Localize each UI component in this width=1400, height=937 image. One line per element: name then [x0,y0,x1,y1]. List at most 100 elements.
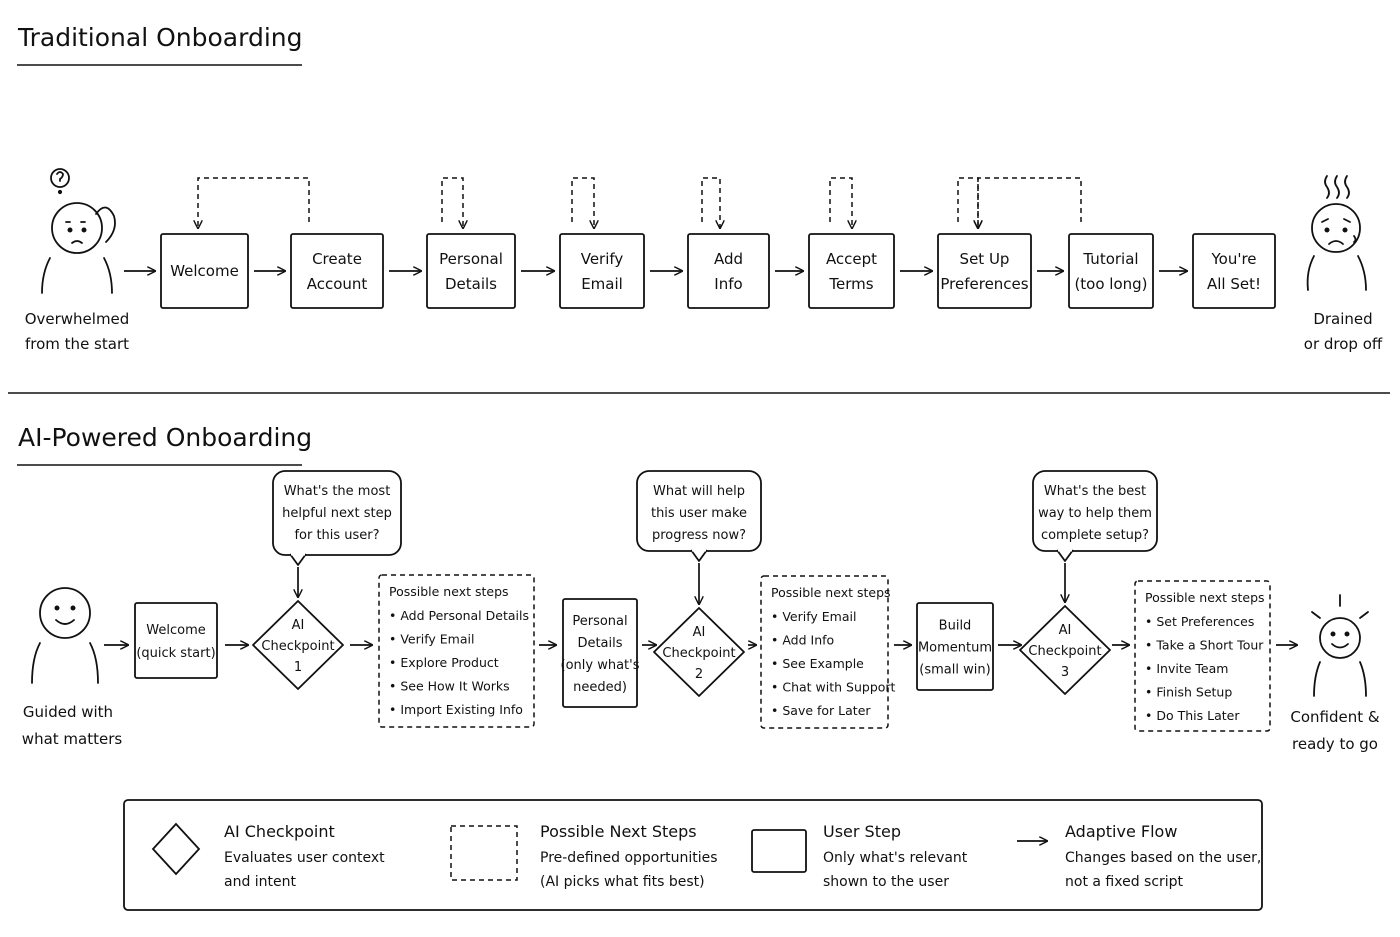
traditional-step-label: Accept [826,250,877,268]
ai-section: AI-Powered Onboarding Guided with what m… [17,423,1380,753]
ai-title: AI-Powered Onboarding [18,423,312,452]
legend-title: AI Checkpoint [224,822,335,841]
checkpoint-label: Checkpoint [1028,644,1101,659]
traditional-step-label: Preferences [940,275,1028,293]
next-steps-title: Possible next steps [771,585,891,600]
traditional-step-label: Tutorial [1082,250,1138,268]
traditional-step-label: Set Up [960,250,1010,268]
legend-description: shown to the user [823,874,949,890]
legend-description: and intent [224,874,297,890]
personal-details-step-label: Personal [572,614,627,629]
traditional-step-label: Verify [581,250,624,268]
legend-description: Only what's relevant [823,850,968,866]
traditional-start-label-2: from the start [25,335,129,353]
build-momentum-step-label: (small win) [919,663,990,678]
traditional-step-label: You're [1210,250,1256,268]
ai-start-label-1: Guided with [23,703,113,721]
bubble-text: for this user? [294,528,379,543]
diamond-icon [151,822,201,876]
legend-description: not a fixed script [1065,874,1184,890]
next-step-option: • Explore Product [389,655,499,670]
traditional-backtrack-arrow [978,177,1082,228]
confident-person-icon [1311,594,1369,697]
bubble-text: What will help [653,484,745,499]
legend-description: Changes based on the user, [1065,850,1261,866]
legend-title: Adaptive Flow [1065,822,1177,841]
ai-start-label-2: what matters [22,730,123,748]
legend-title: User Step [823,822,901,841]
bubble-text: complete setup? [1041,528,1149,543]
bubble-text: progress now? [652,528,746,543]
possible-next-steps-2: Possible next steps • Verify Email • Add I… [760,575,896,729]
personal-details-step-label: (only what's [561,658,640,673]
traditional-backtrack-arrow [198,177,310,228]
welcome-step: Welcome (quick start) [134,602,218,679]
build-momentum-step-label: Build [939,619,972,634]
traditional-step-label: Add [714,250,743,268]
welcome-step-label: Welcome [146,623,205,638]
next-step-option: • Finish Setup [1145,685,1232,700]
next-step-option: • Verify Email [389,632,474,647]
traditional-step-1: Welcome [160,233,249,309]
ai-end-label-2: ready to go [1292,735,1378,753]
next-step-option: • Invite Team [1145,661,1228,676]
checkpoint-label: 3 [1061,665,1069,680]
legend-description: Pre-defined opportunities [540,850,718,866]
next-step-option: • Add Info [771,633,834,648]
next-step-option: • See How It Works [389,679,510,694]
ai-checkpoint-3: AI Checkpoint 3 [1019,605,1111,695]
legend-description: (AI picks what fits best) [540,874,705,890]
checkpoint-label: Checkpoint [662,646,735,661]
next-steps-title: Possible next steps [389,584,509,599]
next-steps-title: Possible next steps [1145,590,1265,605]
traditional-end-label-1: Drained [1313,310,1372,328]
bubble-text: helpful next step [282,506,392,521]
bubble-text: What's the best [1044,484,1146,499]
traditional-arrows [124,177,1187,271]
traditional-step-label: Personal [439,250,503,268]
traditional-step-label: All Set! [1207,275,1261,293]
traditional-step-label: Details [445,275,497,293]
bubble-text: What's the most [284,484,391,499]
ai-end-label-1: Confident & [1290,708,1380,726]
traditional-step-label: Create [312,250,362,268]
solid-box-icon [751,829,807,873]
traditional-backtrack-arrow [701,177,720,228]
legend-title: Possible Next Steps [540,822,697,841]
traditional-backtrack-arrow [571,177,594,228]
traditional-step-label: Terms [828,275,873,293]
checkpoint-label: 1 [294,660,302,675]
traditional-step-7: Set Up Preferences [937,233,1032,309]
traditional-backtrack-arrow [829,177,852,228]
next-step-option: • Verify Email [771,609,856,624]
drained-person-icon [1306,175,1367,291]
next-step-option: • See Example [771,656,864,671]
checkpoint-label: AI [1059,623,1072,638]
traditional-start-label-1: Overwhelmed [25,310,130,328]
ai-flow-arrows [104,563,1297,645]
next-step-option: • Import Existing Info [389,702,523,717]
traditional-section: Traditional Onboarding Overwhelmed from … [17,23,1383,353]
bubble-text: way to help them [1038,506,1152,521]
possible-next-steps-3: Possible next steps• Set Preferences• Ta… [1134,580,1271,732]
traditional-step-label: Account [307,275,368,293]
checkpoint-label: Checkpoint [261,639,334,654]
traditional-step-8: Tutorial(too long) [1068,233,1154,309]
personal-details-step-label: Details [577,636,622,651]
checkpoint-label: 2 [695,667,703,682]
next-step-option: • Set Preferences [1145,614,1254,629]
welcome-step-label: (quick start) [136,646,215,661]
